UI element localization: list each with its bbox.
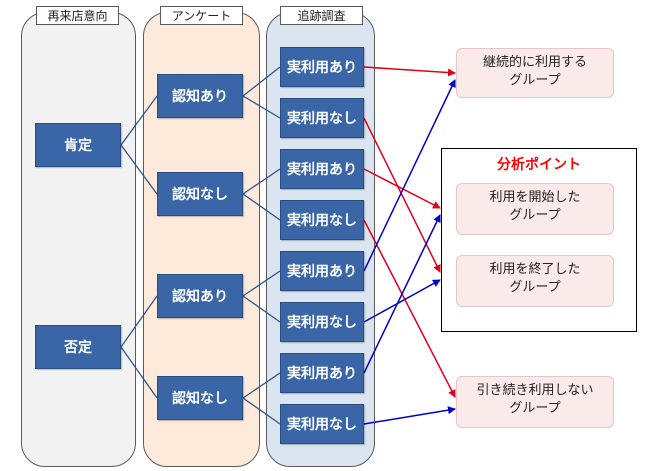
- header-survey: アンケート: [160, 6, 243, 25]
- branch-line: [120, 346, 158, 399]
- node-unaware: 認知なし: [157, 376, 243, 420]
- node-not-used: 実利用なし: [280, 302, 364, 342]
- arrow-to-started: [363, 214, 441, 374]
- header-return-intent: 再来店意向: [36, 6, 119, 25]
- node-used: 実利用あり: [280, 353, 364, 393]
- arrow-to-never: [363, 406, 456, 425]
- outcome-label: グループ: [509, 280, 561, 295]
- outcome-never: 引き続き利用しない グループ: [456, 376, 614, 428]
- node-unaware: 認知なし: [157, 172, 243, 216]
- outcome-label: グループ: [509, 208, 561, 223]
- node-used: 実利用あり: [280, 47, 364, 87]
- outcome-label: 継続的に利用する: [482, 55, 587, 70]
- branch-line: [120, 295, 158, 348]
- node-used: 実利用あり: [280, 149, 364, 189]
- node-not-used: 実利用なし: [280, 404, 364, 444]
- node-not-used: 実利用なし: [280, 98, 364, 138]
- node-intent-negative: 否定: [35, 325, 121, 369]
- arrow-to-ended: [363, 279, 441, 323]
- outcome-label: 利用を開始した: [489, 190, 581, 205]
- node-not-used: 実利用なし: [280, 200, 364, 240]
- branch-line: [120, 95, 158, 146]
- outcome-label: 引き続き利用しない: [476, 383, 594, 398]
- branch-line: [120, 144, 158, 195]
- branch-line: [242, 270, 281, 297]
- outcome-continue: 継続的に利用する グループ: [456, 48, 614, 98]
- branch-line: [242, 397, 281, 425]
- branch-line: [242, 95, 281, 119]
- node-used: 実利用あり: [280, 251, 364, 291]
- node-aware: 認知あり: [157, 274, 243, 318]
- branch-line: [242, 193, 281, 221]
- branch-line: [242, 372, 281, 399]
- outcome-ended: 利用を終了した グループ: [456, 255, 614, 307]
- arrow-to-started: [363, 168, 441, 209]
- arrow-to-continue: [363, 79, 456, 272]
- branch-line: [242, 168, 281, 195]
- header-followup: 追跡調査: [280, 6, 363, 25]
- outcome-started: 利用を開始した グループ: [456, 183, 614, 235]
- column-return-intent: [21, 12, 136, 467]
- outcome-label: 利用を終了した: [489, 262, 581, 277]
- arrow-to-never: [363, 219, 456, 398]
- outcome-label: グループ: [509, 401, 561, 416]
- arrow-to-continue: [363, 66, 456, 77]
- analysis-title: 分析ポイント: [497, 157, 581, 173]
- node-intent-positive: 肯定: [35, 123, 121, 167]
- branch-line: [242, 295, 281, 323]
- node-aware: 認知あり: [157, 74, 243, 118]
- arrow-to-ended: [363, 117, 441, 273]
- branch-line: [242, 66, 281, 97]
- outcome-label: グループ: [509, 73, 561, 88]
